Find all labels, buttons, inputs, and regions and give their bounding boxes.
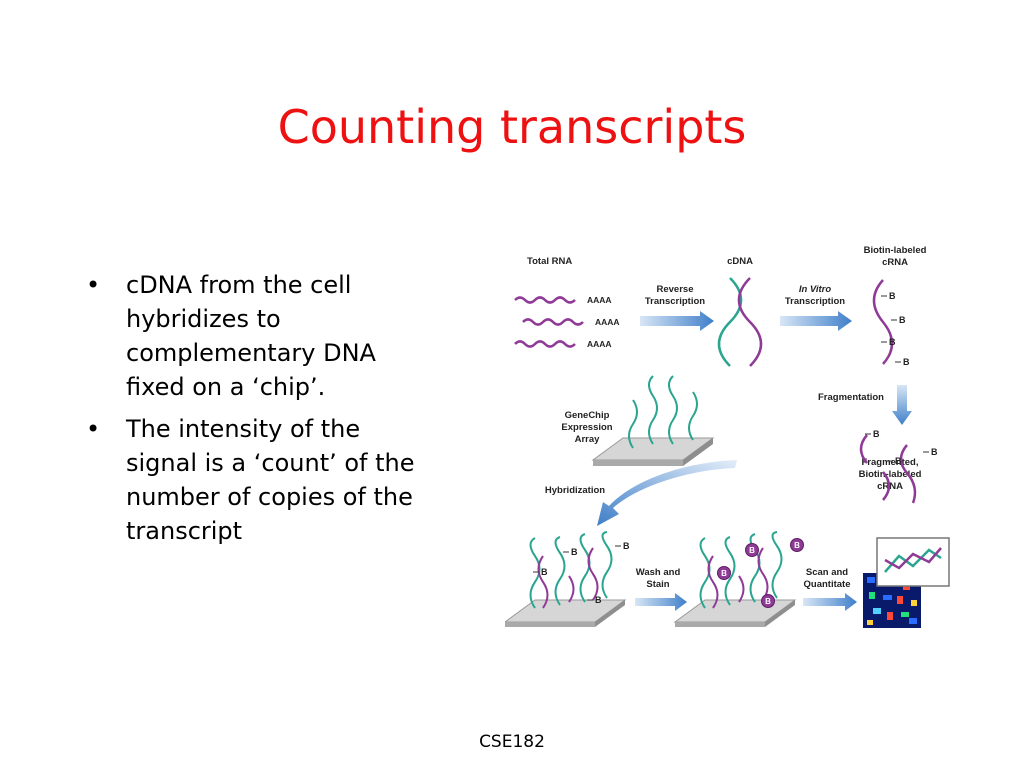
bullet-text: cDNA from the cell hybridizes to complem…: [126, 271, 376, 401]
arrow-in-vitro-transcription-icon: [780, 311, 852, 331]
biotin-stain-label: B: [721, 569, 727, 578]
arrow-fragmentation-icon: [892, 385, 912, 425]
biotin-label: B: [595, 595, 602, 605]
label-genechip-3: Array: [575, 434, 601, 445]
biotin-tags-crna: [881, 295, 901, 363]
label-fragmentation: Fragmentation: [818, 392, 884, 403]
label-fragmented-1: Fragmented,: [861, 457, 918, 468]
quantitation-chart-icon: [876, 537, 950, 587]
biotin-tags-hybridized: [533, 545, 621, 601]
bullet-text: The intensity of the signal is a ‘count’…: [126, 415, 415, 545]
stained-chip: [673, 531, 804, 627]
label-in-vitro: In Vitro: [799, 284, 832, 295]
polya-tail-3: AAAA: [587, 339, 612, 349]
polya-tail-1: AAAA: [587, 295, 612, 305]
arrow-hybridization-icon: [597, 460, 737, 526]
mrna-strands: [514, 296, 584, 348]
bullet-list: • cDNA from the cell hybridizes to comple…: [86, 268, 436, 556]
label-fragmented-2: Biotin-labeled: [859, 469, 922, 480]
slide-footer: CSE182: [479, 732, 545, 752]
label-reverse-transcription-1: Reverse: [657, 284, 694, 295]
biotin-stain-label: B: [749, 546, 755, 555]
biotin-label: B: [623, 541, 630, 551]
biotin-stain-label: B: [765, 597, 771, 606]
hybridized-chip: [505, 531, 627, 627]
biotin-label: B: [931, 447, 938, 457]
biotin-label: B: [873, 429, 880, 439]
label-total-rna: Total RNA: [527, 256, 572, 267]
microarray-workflow-diagram: Total RNA AAAA AAAA AAAA Reverse Transcr…: [505, 245, 950, 628]
biotin-label: B: [895, 456, 902, 466]
cdna-double-helix: [717, 277, 763, 367]
bullet-item: • cDNA from the cell hybridizes to comple…: [86, 268, 436, 404]
label-cdna: cDNA: [727, 256, 753, 267]
label-genechip-1: GeneChip: [565, 410, 610, 421]
arrow-reverse-transcription-icon: [640, 311, 714, 331]
biotin-stain-label: B: [794, 541, 800, 550]
label-reverse-transcription-2: Transcription: [645, 296, 705, 307]
bullet-dot-icon: •: [86, 415, 101, 443]
label-in-vitro-transcription: Transcription: [785, 296, 845, 307]
label-wash-1: Wash and: [636, 567, 681, 578]
biotin-label: B: [899, 315, 906, 325]
biotin-tags-fragments: [865, 433, 929, 462]
label-biotin-labeled-1: Biotin-labeled: [864, 245, 927, 256]
biotin-label: B: [903, 357, 910, 367]
label-scan-1: Scan and: [806, 567, 848, 578]
biotin-label: B: [889, 291, 896, 301]
slide-title: Counting transcripts: [277, 100, 747, 154]
bullet-item: • The intensity of the signal is a ‘count…: [86, 412, 436, 548]
label-hybridization: Hybridization: [545, 485, 605, 496]
biotin-label: B: [889, 337, 896, 347]
genechip-array: [591, 375, 715, 466]
biotin-label: B: [571, 547, 578, 557]
label-genechip-2: Expression: [561, 422, 612, 433]
label-biotin-labeled-2: cRNA: [882, 257, 908, 268]
label-scan-2: Quantitate: [804, 579, 851, 590]
bullet-dot-icon: •: [86, 271, 101, 299]
crna-strand: [872, 279, 894, 365]
crna-fragments: [859, 434, 917, 504]
label-wash-2: Stain: [646, 579, 669, 590]
arrow-scan-icon: [803, 593, 857, 611]
arrow-wash-stain-icon: [635, 593, 687, 611]
polya-tail-2: AAAA: [595, 317, 620, 327]
biotin-label: B: [541, 567, 548, 577]
